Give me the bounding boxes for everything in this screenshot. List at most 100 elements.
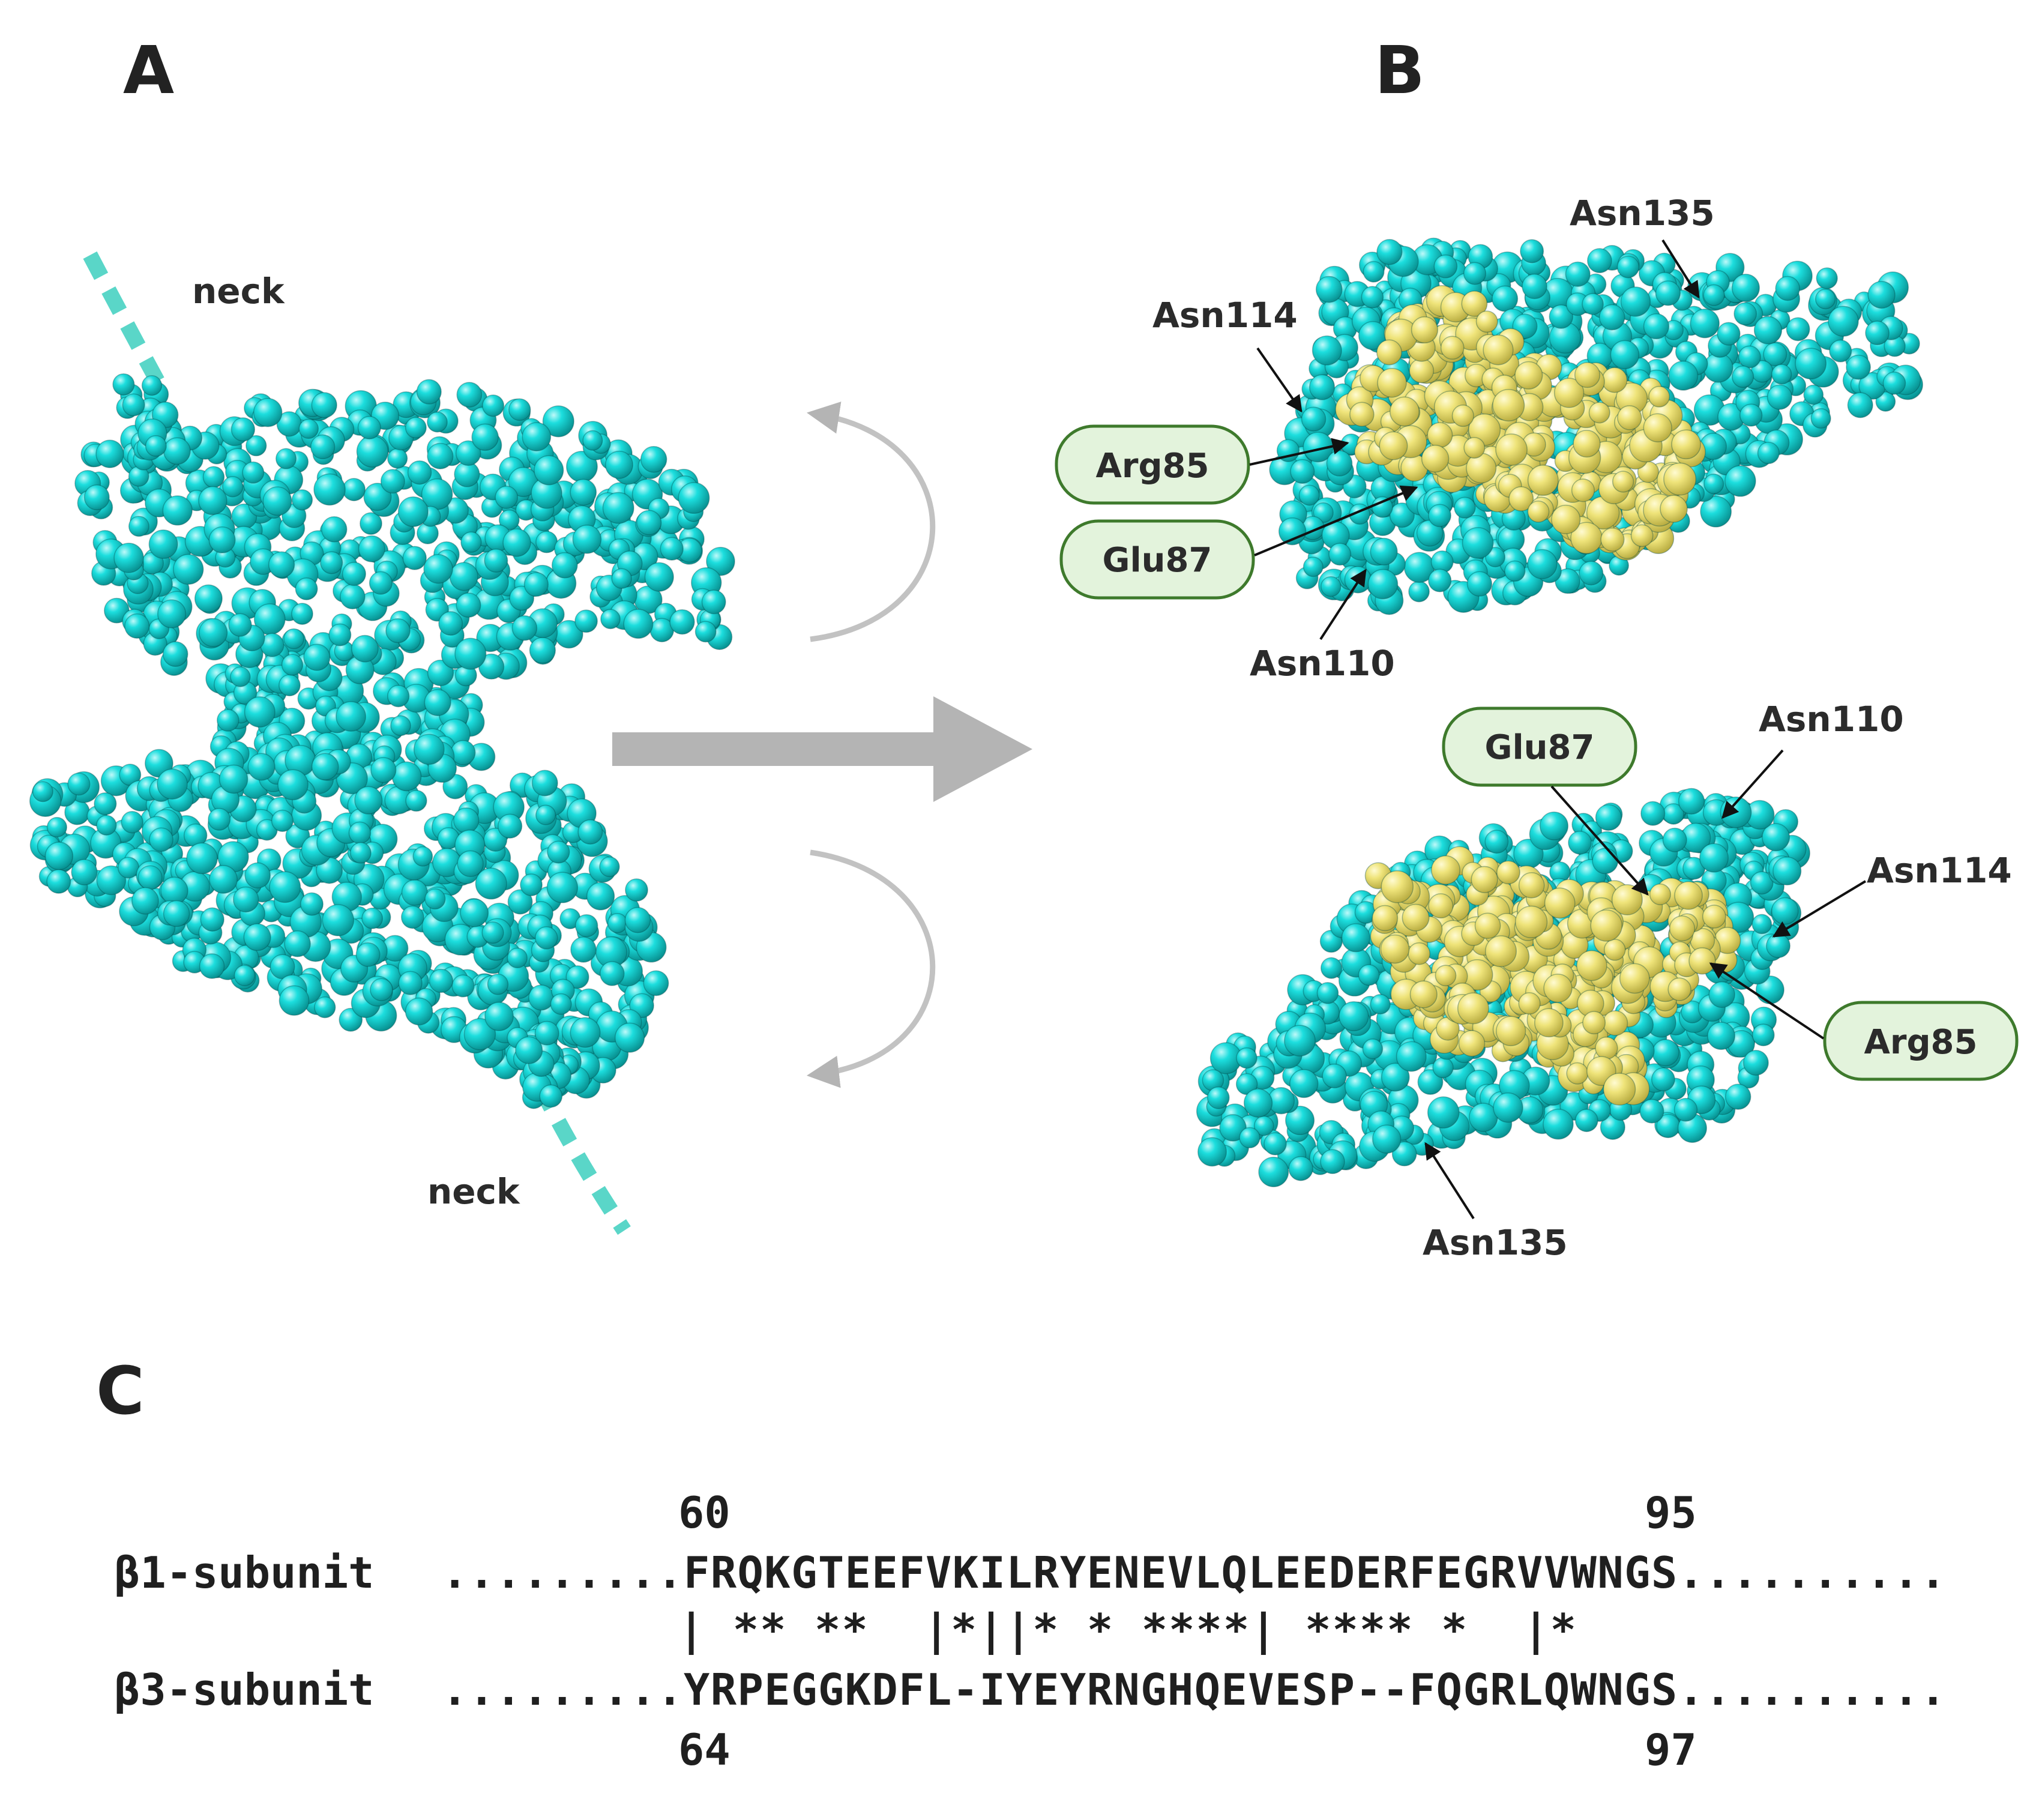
atom-top: [1867, 280, 1896, 309]
atom-bottom: [1432, 1056, 1454, 1079]
atom-bottom: [1724, 1083, 1751, 1110]
rotation-arrow-top: [806, 402, 936, 642]
atom-bottom: [1235, 1073, 1258, 1095]
neck-bottom-label: neck: [427, 1171, 520, 1212]
atom: [112, 373, 135, 396]
atom: [131, 887, 159, 915]
pill-top-arg85-text: Arg85: [1096, 447, 1209, 486]
atom: [535, 531, 558, 553]
atom-top: [1846, 354, 1871, 380]
atom: [453, 807, 480, 834]
atom: [660, 537, 684, 561]
atom: [508, 398, 531, 421]
atom: [340, 583, 366, 610]
atom-top: [1370, 537, 1398, 565]
atom: [390, 715, 411, 737]
atom: [291, 489, 313, 511]
atom-bottom: [1206, 1086, 1230, 1109]
atom: [94, 792, 117, 816]
atom-top: [1565, 261, 1591, 287]
atom: [162, 641, 188, 667]
atom-bottom: [1316, 982, 1339, 1004]
atom: [427, 411, 448, 433]
binding-atom-top: [1648, 385, 1670, 408]
atom: [463, 1018, 496, 1050]
atom-bottom: [1543, 1109, 1574, 1140]
binding-atom-bottom: [1649, 883, 1671, 905]
panel-c: C 60 95 β1-subunit .........FRQKGTEEFVKI…: [96, 1352, 1946, 1775]
atom: [528, 984, 555, 1011]
binding-atom-bottom: [1595, 1036, 1618, 1060]
binding-atom-top: [1468, 413, 1501, 446]
atom: [542, 405, 574, 438]
atom: [643, 970, 669, 996]
atom-top: [1326, 450, 1353, 477]
atom-top: [1700, 495, 1732, 528]
atom-top: [1763, 342, 1788, 367]
atom: [310, 434, 336, 460]
atom: [402, 546, 427, 570]
atom: [551, 552, 578, 579]
atom: [455, 440, 481, 466]
atom-bottom: [1381, 1062, 1410, 1092]
atom-top: [1312, 335, 1342, 366]
atom-top: [1428, 568, 1452, 592]
atom-bottom: [1484, 830, 1509, 854]
atom-bottom: [1322, 1063, 1347, 1089]
atom: [460, 898, 489, 927]
atom: [535, 926, 558, 950]
atom: [321, 516, 348, 543]
atom: [32, 781, 53, 803]
binding-atom-bottom: [1458, 1029, 1486, 1057]
atom-bottom: [1652, 1038, 1679, 1067]
atom: [495, 486, 519, 509]
label-top-asn110: Asn110: [1250, 643, 1395, 684]
atom: [522, 422, 552, 451]
pill-top-arg85: Arg85: [1055, 424, 1250, 505]
binding-atom-top: [1617, 405, 1642, 430]
atom: [113, 543, 144, 573]
atom: [471, 423, 499, 451]
binding-atom-top: [1663, 462, 1697, 496]
pointer-bottom-asn114: [1772, 880, 1867, 938]
beta1-name: β1-subunit: [114, 1547, 374, 1598]
atom: [322, 904, 355, 936]
atom: [320, 551, 343, 574]
atom: [405, 789, 427, 812]
pill-bottom-glu87-text: Glu87: [1485, 728, 1595, 767]
binding-atom-bottom: [1381, 870, 1414, 903]
atom-top: [1522, 273, 1547, 300]
atom: [228, 613, 252, 637]
atom: [128, 516, 149, 537]
atom: [186, 842, 218, 875]
pointer-bottom-asn110: [1721, 749, 1784, 819]
atom-top: [1433, 254, 1458, 279]
atom: [303, 643, 331, 671]
atom: [531, 770, 558, 797]
atom-bottom: [1678, 788, 1705, 815]
atom-top: [1408, 580, 1430, 603]
atom-top: [1766, 384, 1793, 410]
atom-top: [1739, 403, 1763, 427]
atom: [502, 528, 531, 557]
binding-atom-top: [1427, 422, 1453, 448]
label-bottom-asn135: Asn135: [1423, 1222, 1568, 1263]
atom: [438, 611, 463, 636]
binding-atom-top: [1527, 465, 1559, 496]
atom-bottom: [1707, 1022, 1735, 1050]
atom-bottom: [1370, 993, 1391, 1015]
label-bottom-asn110: Asn110: [1759, 699, 1904, 740]
atom: [416, 379, 442, 405]
atom: [342, 562, 366, 586]
atom-bottom: [1751, 1023, 1775, 1047]
atom: [363, 483, 392, 511]
atom: [586, 882, 615, 911]
atom: [83, 484, 110, 511]
atom: [313, 473, 346, 506]
atom: [361, 908, 384, 929]
binding-atom-bottom: [1619, 963, 1650, 994]
atom: [284, 930, 311, 957]
atom: [253, 397, 283, 427]
atom: [507, 947, 528, 969]
atom-bottom: [1750, 871, 1774, 895]
